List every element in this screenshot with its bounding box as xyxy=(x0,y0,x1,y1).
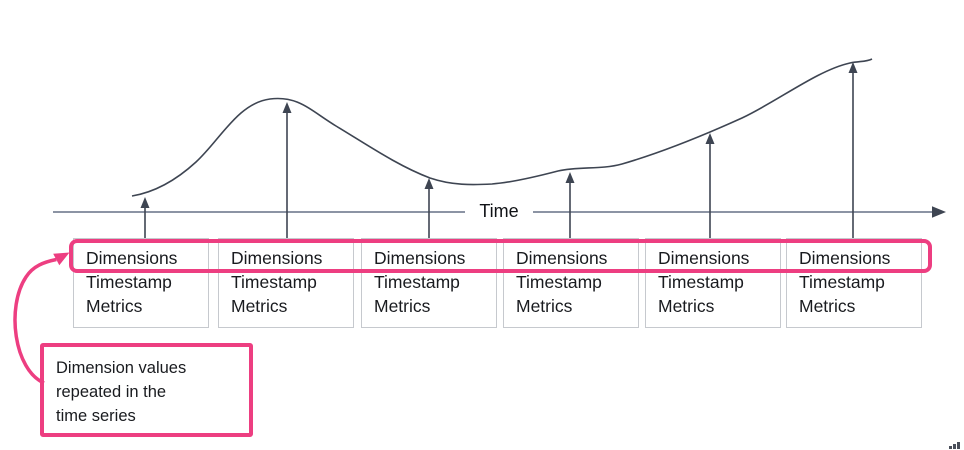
annotation-line-3: time series xyxy=(56,407,136,425)
dimensions-label: Dimensions xyxy=(516,248,608,268)
time-axis-label: Time xyxy=(479,201,519,221)
timestamp-label: Timestamp xyxy=(231,272,317,292)
axis-arrowhead-icon xyxy=(932,206,946,218)
metrics-label: Metrics xyxy=(516,296,573,316)
timestamp-label: Timestamp xyxy=(516,272,602,292)
corner-artifact-mark xyxy=(949,442,960,449)
up-arrowhead-icon xyxy=(424,178,434,189)
metrics-label: Metrics xyxy=(658,296,715,316)
metrics-label: Metrics xyxy=(231,296,288,316)
record-box-3: Dimensions Timestamp Metrics xyxy=(361,238,497,328)
record-box-5: Dimensions Timestamp Metrics xyxy=(645,238,781,328)
metrics-label: Metrics xyxy=(374,296,431,316)
timestamp-label: Timestamp xyxy=(374,272,460,292)
timestamp-label: Timestamp xyxy=(658,272,744,292)
record-box-2: Dimensions Timestamp Metrics xyxy=(218,238,354,328)
timestamp-label: Timestamp xyxy=(799,272,885,292)
up-arrowhead-icon xyxy=(705,133,715,144)
dimensions-row-highlight xyxy=(69,239,932,273)
up-arrowhead-icon xyxy=(565,172,575,183)
dimensions-label: Dimensions xyxy=(799,248,891,268)
record-box-6: Dimensions Timestamp Metrics xyxy=(786,238,922,328)
dimensions-label: Dimensions xyxy=(231,248,323,268)
record-box-1: Dimensions Timestamp Metrics xyxy=(73,238,209,328)
dimensions-label: Dimensions xyxy=(658,248,750,268)
annotation-line-1: Dimension values xyxy=(56,359,187,377)
annotation-callout: Dimension values repeated in the time se… xyxy=(40,343,253,437)
annotation-arrowhead-icon xyxy=(53,252,70,266)
record-box-4: Dimensions Timestamp Metrics xyxy=(503,238,639,328)
time-series-curve xyxy=(131,58,873,197)
up-arrowhead-icon xyxy=(140,197,150,208)
metrics-label: Metrics xyxy=(799,296,856,316)
up-arrowhead-icon xyxy=(848,62,858,73)
dimensions-label: Dimensions xyxy=(374,248,466,268)
metrics-label: Metrics xyxy=(86,296,143,316)
up-arrowhead-icon xyxy=(282,102,292,113)
annotation-line-2: repeated in the xyxy=(56,383,167,401)
dimensions-label: Dimensions xyxy=(86,248,178,268)
timestamp-label: Timestamp xyxy=(86,272,172,292)
